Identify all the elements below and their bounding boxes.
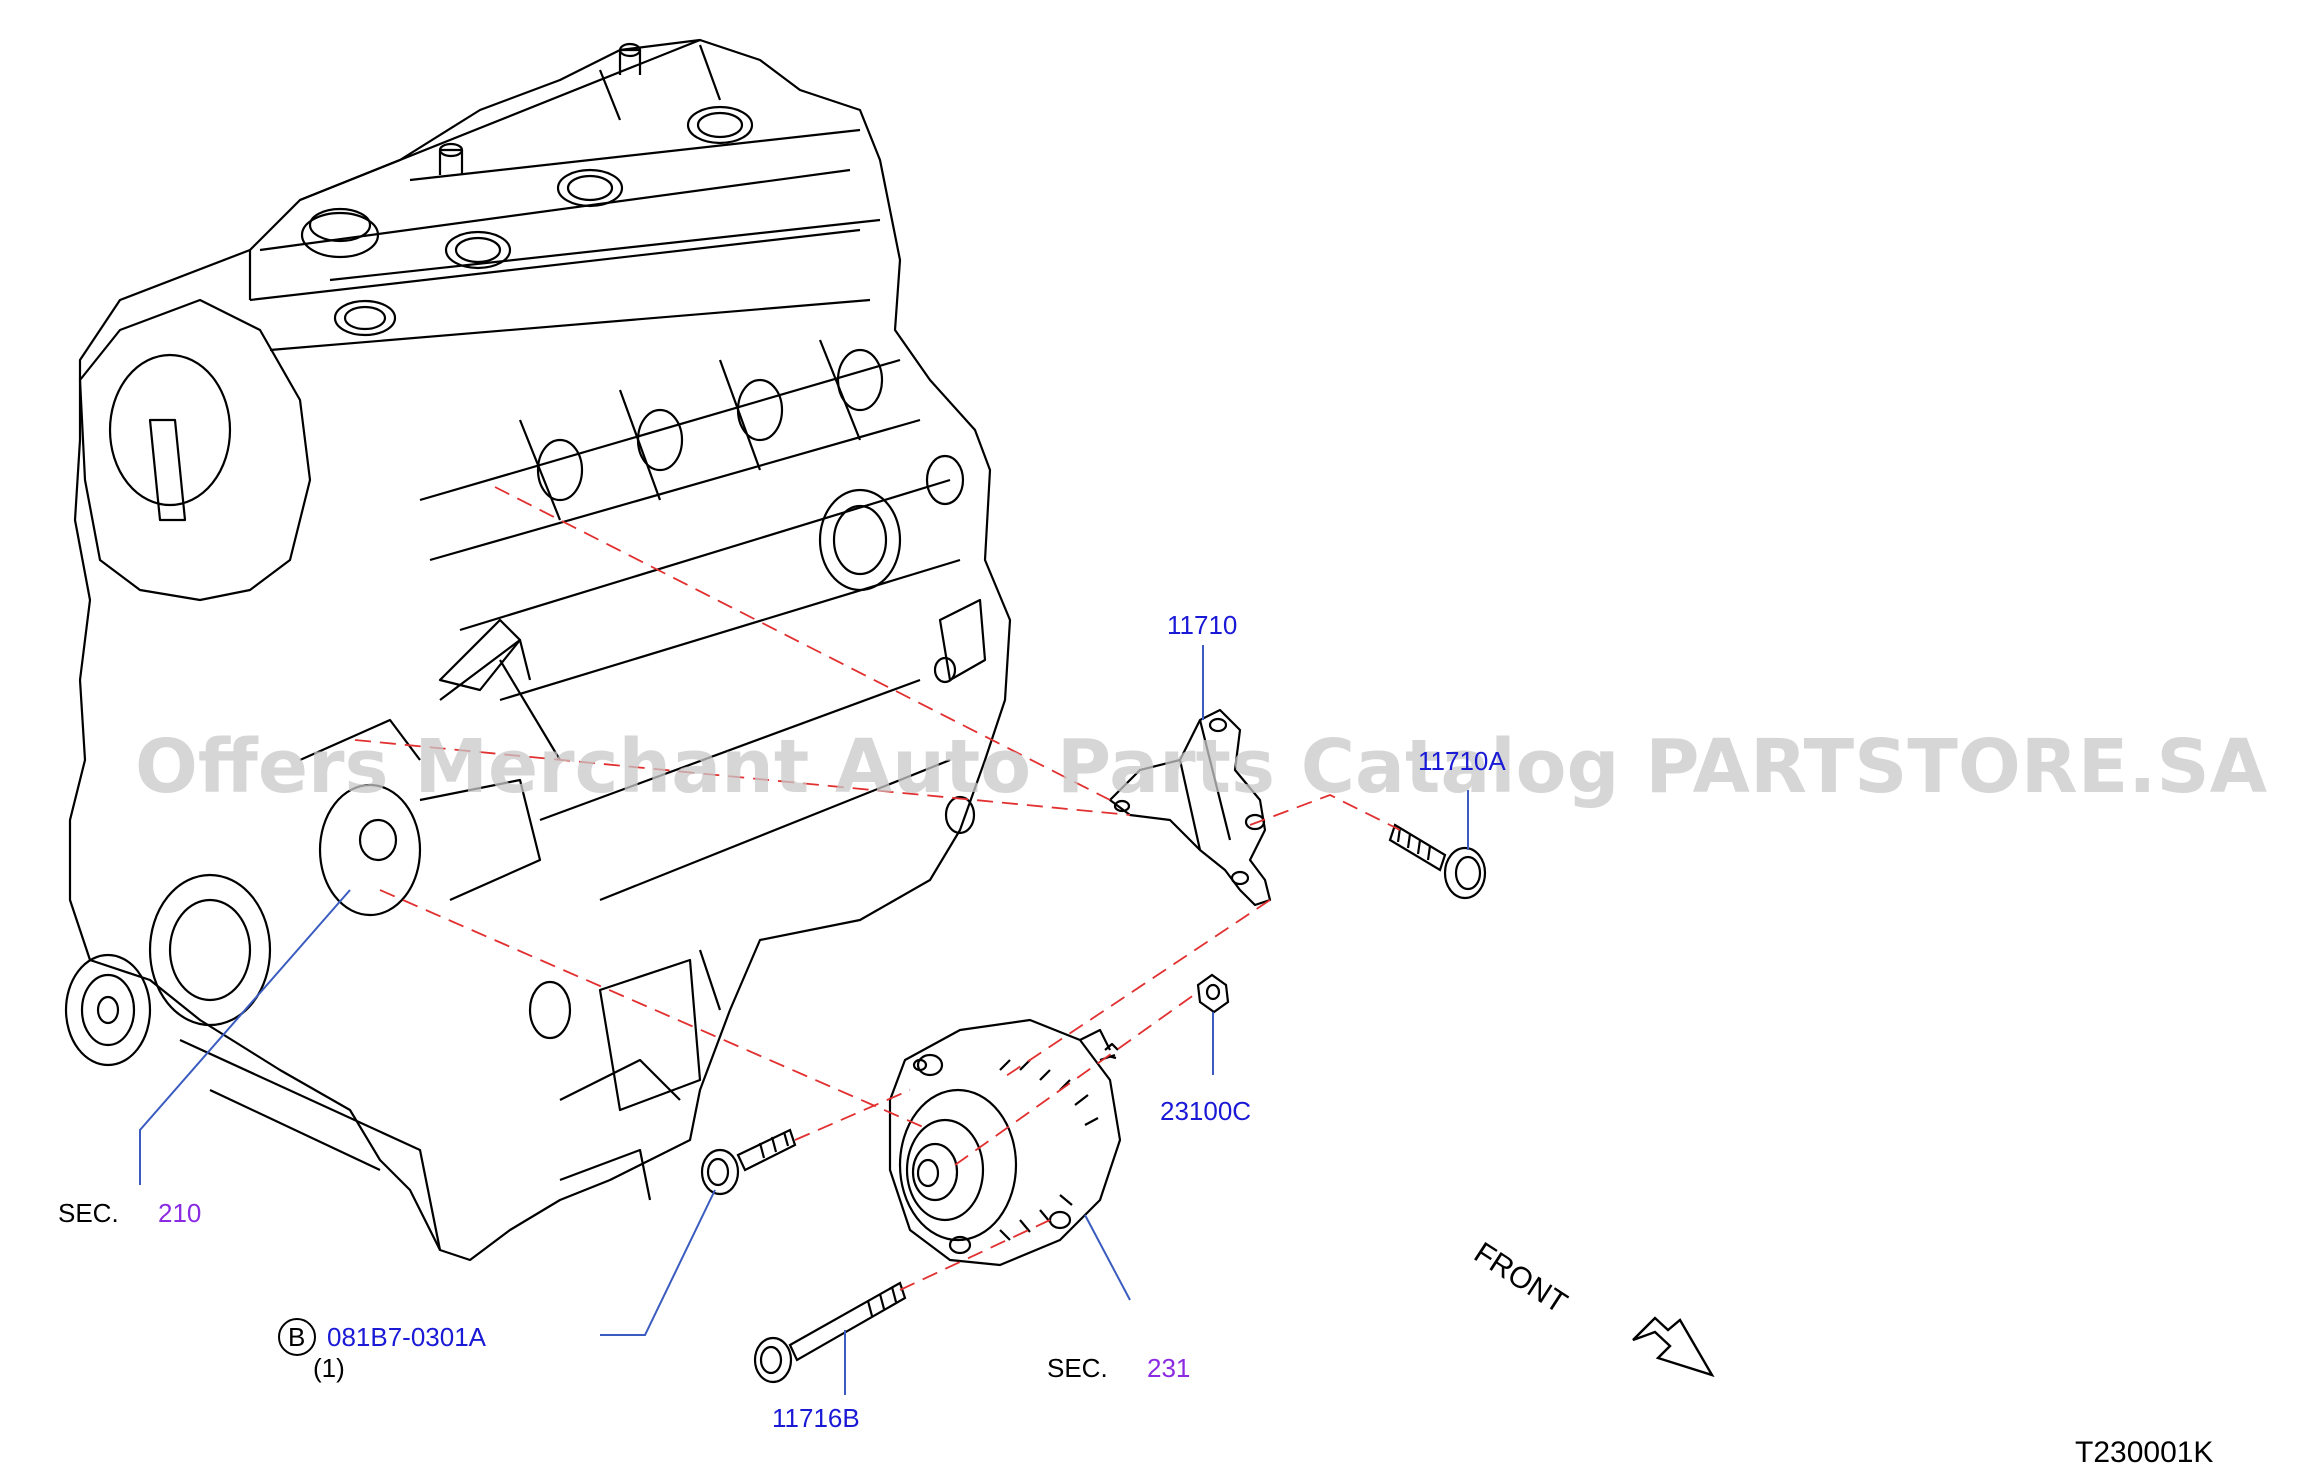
callout-11710[interactable]: 11710 [1167,610,1237,640]
assembly-dash-lines [354,486,1401,1291]
bolt-b-quantity: (1) [313,1353,345,1383]
bolt-b-drawing [700,1128,797,1196]
callout-11716B[interactable]: 11716B [772,1403,860,1433]
circle-b-marker [278,1318,316,1356]
callout-081B7-0301A[interactable]: B 081B7-0301A [278,1318,487,1356]
alternator-drawing [888,1018,1122,1267]
long-bolt-drawing [753,1281,907,1384]
diagram-id: T230001K [2075,1436,2213,1469]
section-prefix-engine: SEC. [58,1198,119,1228]
nut-drawing [1196,973,1230,1014]
bolt-b-part-number: 081B7-0301A [327,1322,487,1352]
alternator-bracket-drawing [1108,708,1272,907]
circle-b-letter: B [288,1322,305,1352]
watermark-text: Offers Merchant Auto Parts Catalog PARTS… [135,724,2267,810]
callout-23100C[interactable]: 23100C [1160,1096,1251,1126]
section-prefix-alternator: SEC. [1047,1353,1108,1383]
engine-block-drawing [64,38,1012,1262]
front-direction-label: FRONT [1468,1236,1573,1320]
section-ref-210[interactable]: 210 [158,1198,201,1228]
front-direction-arrow [1632,1316,1715,1378]
callout-11710A[interactable]: 11710A [1418,746,1506,776]
section-ref-231[interactable]: 231 [1147,1353,1190,1383]
bracket-bolt-drawing [1388,823,1487,900]
leader-lines [139,645,1469,1395]
